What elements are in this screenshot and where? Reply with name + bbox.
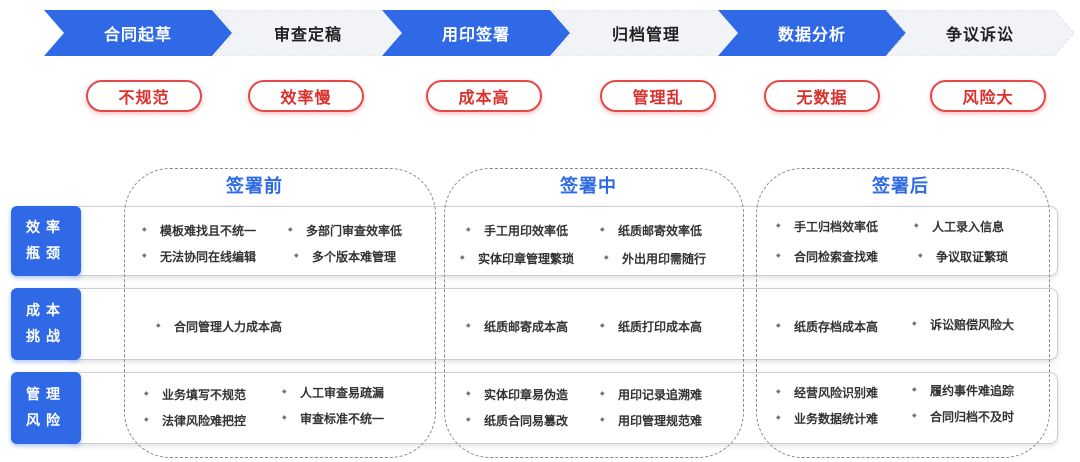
list-item: 纸质打印成本高 (600, 318, 702, 335)
list-item: 纸质存档成本高 (776, 318, 878, 335)
list-item: 法律风险难把控 (144, 412, 246, 429)
list-item: 合同归档不及时 (912, 408, 1014, 425)
row-label-line: 效率 (26, 220, 66, 236)
list-item: 履约事件难追踪 (912, 382, 1014, 399)
step-contract-drafting: 合同起草 (44, 10, 232, 56)
step-arrow-shape (44, 10, 232, 56)
row-label-line: 成本 (26, 303, 66, 319)
pain-point-slow: 效率慢 (248, 80, 364, 112)
pain-point-high-risk: 风险大 (930, 80, 1046, 112)
step-label: 用印签署 (441, 25, 510, 44)
phase-panel-after (756, 168, 1050, 458)
pain-point-no-data: 无数据 (764, 80, 880, 112)
list-item: 审查标准不统一 (282, 410, 384, 427)
list-item: 纸质邮寄成本高 (466, 318, 568, 335)
step-arrow-shape (214, 10, 402, 56)
phase-panel-during (444, 168, 744, 458)
list-item: 合同检索查找难 (776, 248, 878, 265)
pain-point-disorder: 管理乱 (600, 80, 716, 112)
list-item: 人工录入信息 (914, 218, 1004, 235)
list-item: 无法协同在线编辑 (142, 248, 256, 265)
step-review-finalize: 审查定稿 (214, 10, 402, 56)
step-label: 数据分析 (777, 25, 846, 44)
step-seal-signing: 用印签署 (382, 10, 570, 56)
list-item: 多部门审查效率低 (288, 222, 402, 239)
row-label-efficiency: 效率 瓶颈 (11, 206, 81, 276)
list-item: 实体印章易伪造 (466, 386, 568, 403)
step-arrow-shape (552, 10, 740, 56)
list-item: 争议取证繁琐 (918, 248, 1008, 265)
phase-title-before: 签署前 (226, 176, 283, 197)
list-item: 业务数据统计难 (776, 410, 878, 427)
step-arrow-shape (886, 10, 1074, 56)
row-label-line: 挑战 (26, 329, 66, 345)
list-item: 手工用印效率低 (466, 222, 568, 239)
row-label-line: 管理 (26, 387, 66, 403)
phase-title-during: 签署中 (560, 176, 617, 197)
list-item: 纸质合同易篡改 (466, 412, 568, 429)
phase-title-after: 签署后 (872, 176, 929, 197)
list-item: 外出用印需随行 (604, 250, 706, 267)
row-label-line: 瓶颈 (26, 246, 66, 262)
list-item: 业务填写不规范 (144, 386, 246, 403)
list-item: 多个版本难管理 (294, 248, 396, 265)
step-arrow-shape (718, 10, 906, 56)
list-item: 经营风险识别难 (776, 384, 878, 401)
list-item: 实体印章管理繁琐 (460, 250, 574, 267)
step-data-analysis: 数据分析 (718, 10, 906, 56)
step-archive-management: 归档管理 (552, 10, 740, 56)
step-label: 合同起草 (103, 25, 172, 44)
row-band-risk (68, 372, 1058, 444)
list-item: 手工归档效率低 (776, 218, 878, 235)
step-arrow-shape (382, 10, 570, 56)
list-item: 人工审查易疏漏 (282, 384, 384, 401)
pain-point-nonstandard: 不规范 (86, 80, 202, 112)
row-label-risk: 管理 风险 (11, 372, 81, 444)
row-label-line: 风险 (26, 413, 66, 429)
list-item: 合同管理人力成本高 (156, 318, 282, 335)
list-item: 用印记录追溯难 (600, 386, 702, 403)
pain-point-high-cost: 成本高 (426, 80, 542, 112)
list-item: 模板难找且不统一 (142, 222, 256, 239)
list-item: 纸质邮寄效率低 (600, 222, 702, 239)
list-item: 诉讼赔偿风险大 (912, 316, 1014, 333)
step-label: 审查定稿 (273, 25, 342, 44)
step-label: 归档管理 (611, 25, 680, 44)
row-label-cost: 成本 挑战 (11, 288, 81, 360)
step-dispute-litigation: 争议诉讼 (886, 10, 1074, 56)
phase-panel-before (124, 168, 436, 458)
list-item: 用印管理规范难 (600, 412, 702, 429)
step-label: 争议诉讼 (945, 25, 1014, 44)
process-flow: 合同起草 审查定稿 用印签署 归档管理 数据分析 争议诉讼 (0, 0, 1080, 60)
